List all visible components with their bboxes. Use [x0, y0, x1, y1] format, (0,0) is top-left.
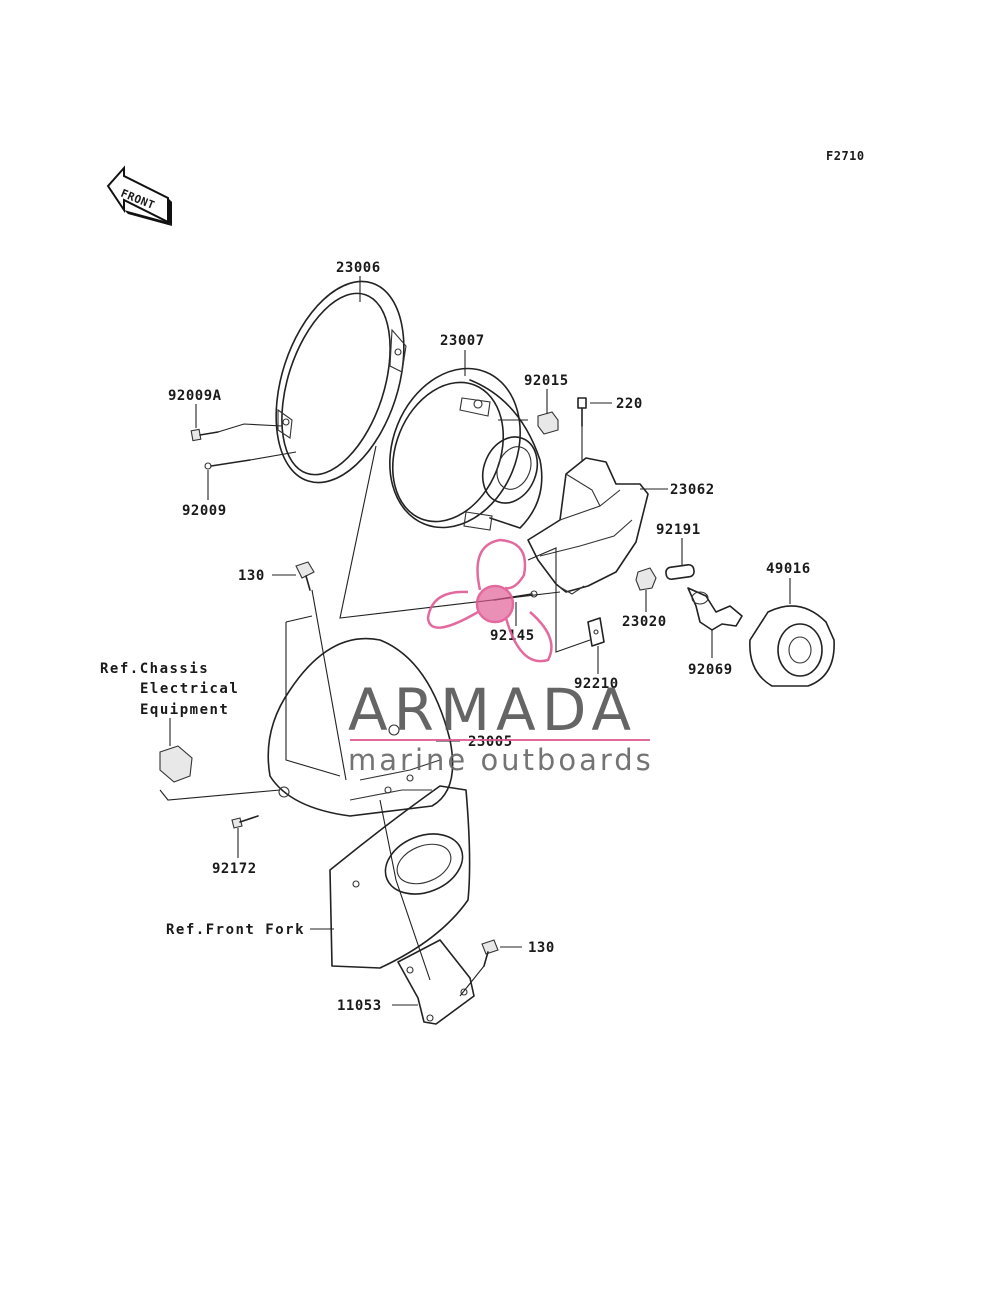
watermark-divider — [350, 739, 650, 741]
screw-92172 — [231, 815, 259, 829]
bracket-11053 — [397, 939, 475, 1025]
callout-220: 220 — [616, 396, 643, 412]
callout-92009: 92009 — [182, 503, 227, 519]
nut-92015 — [537, 411, 559, 435]
callout-92191: 92191 — [656, 522, 701, 538]
leader-lines — [159, 276, 791, 1006]
callout-92210: 92210 — [574, 676, 619, 692]
screw-92009 — [204, 459, 251, 470]
headlight-bracket — [527, 457, 649, 595]
bulb-92069 — [687, 587, 743, 631]
callout-23006: 23006 — [336, 260, 381, 276]
bolt-220 — [577, 397, 587, 427]
callout-92015: 92015 — [524, 373, 569, 389]
ref-chassis-line3: Equipment — [140, 702, 229, 718]
front-fork-shroud — [329, 785, 471, 969]
callout-92172: 92172 — [212, 861, 257, 877]
figure-code: F2710 — [826, 149, 865, 163]
watermark-logo: ARMADA marine outboards — [348, 538, 654, 777]
headlight-rim — [275, 280, 407, 484]
callout-130-lower: 130 — [528, 940, 555, 956]
headlight-housing — [267, 637, 454, 817]
bolt-92009A — [190, 428, 219, 442]
callout-23020: 23020 — [622, 614, 667, 630]
ref-front-fork: Ref.Front Fork — [166, 922, 305, 938]
ref-chassis-line2: Electrical — [140, 681, 239, 697]
bolt-130-lower — [481, 939, 499, 967]
ref-chassis-line1: Ref.Chassis — [100, 661, 209, 677]
bolt-130-upper — [295, 561, 315, 591]
front-arrow-icon: FRONT — [106, 165, 172, 226]
watermark-subtitle: marine outboards — [348, 743, 654, 777]
callout-23062: 23062 — [670, 482, 715, 498]
callout-11053: 11053 — [337, 998, 382, 1014]
callout-49016: 49016 — [766, 561, 811, 577]
callout-23007: 23007 — [440, 333, 485, 349]
rubber-boot-49016 — [749, 605, 835, 687]
watermark-title: ARMADA — [348, 676, 637, 744]
clip-92210 — [587, 617, 605, 647]
headlight-unit — [389, 367, 543, 531]
propeller-icon — [426, 538, 553, 663]
callout-23005: 23005 — [468, 734, 513, 750]
callout-130-upper: 130 — [238, 568, 265, 584]
collar-92191 — [665, 563, 695, 581]
callout-92069: 92069 — [688, 662, 733, 678]
callout-92009A: 92009A — [168, 388, 222, 404]
socket-23020 — [635, 567, 657, 591]
connector — [159, 745, 193, 783]
